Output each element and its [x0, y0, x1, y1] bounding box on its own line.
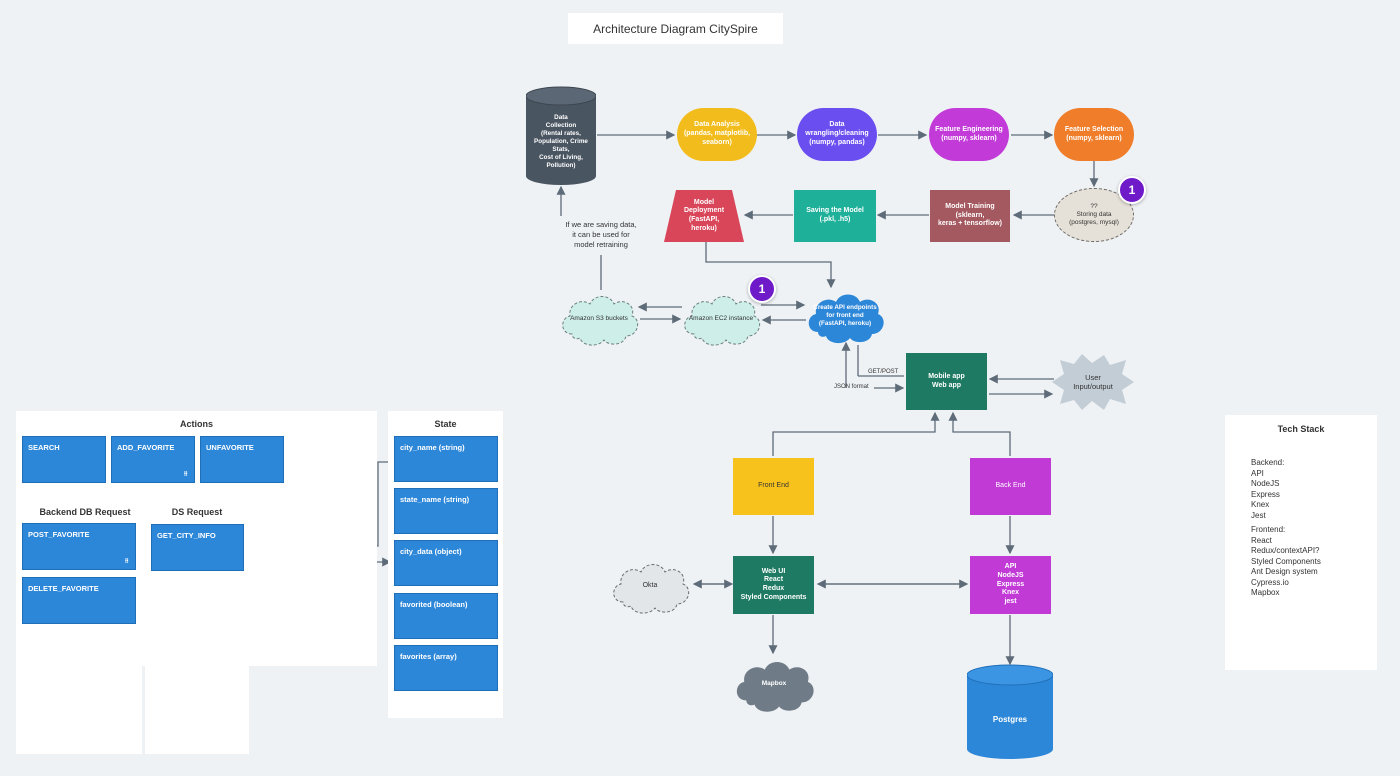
web-ui-node[interactable]: Web UI React Redux Styled Components — [733, 556, 814, 614]
tech-line: Backend: — [1251, 458, 1285, 467]
state-card-favorited[interactable]: favorited (boolean) — [394, 593, 498, 639]
diagram-title: Architecture Diagram CitySpire — [568, 13, 783, 44]
state-card-label: favorites (array) — [400, 652, 457, 661]
drag-handle-icon: ⠿ — [124, 559, 129, 565]
model-training-node[interactable]: Model Training (sklearn, keras + tensorf… — [930, 190, 1010, 242]
mapbox-label[interactable]: Mapbox — [761, 679, 787, 687]
backend-card-delete-favorite[interactable]: DELETE_FAVORITE — [22, 577, 136, 624]
s3-label[interactable]: Amazon S3 buckets — [570, 314, 628, 322]
ds-card-label: GET_CITY_INFO — [157, 531, 216, 540]
tech-line: Knex — [1251, 500, 1270, 509]
tech-line: API — [1251, 468, 1264, 478]
back-end-node[interactable]: Back End — [970, 458, 1051, 515]
data-collection-label: Data Collection (Rental rates, Populatio… — [534, 114, 588, 169]
api-stack-node[interactable]: API NodeJS Express Knex jest — [970, 556, 1051, 614]
ec2-label[interactable]: Amazon EC2 instance — [688, 314, 754, 322]
tech-line: NodeJS — [1251, 479, 1280, 488]
action-card-label: ADD_FAVORITE — [117, 443, 175, 452]
tech-line: Ant Design system — [1251, 567, 1318, 576]
action-card-label: UNFAVORITE — [206, 443, 254, 452]
state-card-state-name[interactable]: state_name (string) — [394, 488, 498, 534]
tech-stack-frontend-list: Frontend: React Redux/contextAPI? Styled… — [1251, 525, 1321, 599]
backend-card-post-favorite[interactable]: POST_FAVORITE ⠿ — [22, 523, 136, 570]
model-deployment-shape — [664, 190, 744, 242]
postgres-label[interactable]: Postgres — [992, 715, 1028, 724]
actions-title: Actions — [179, 419, 213, 429]
okta-cloud-shape — [613, 564, 690, 614]
badge-ec2: 1 — [748, 275, 776, 303]
get-post-label: GET/POST — [868, 369, 899, 375]
state-card-label: city_name (string) — [400, 443, 465, 452]
tech-line: React — [1251, 535, 1272, 545]
action-card-unfavorite[interactable]: UNFAVORITE — [200, 436, 284, 483]
ds-card-get-city-info[interactable]: GET_CITY_INFO — [151, 524, 244, 571]
state-card-label: state_name (string) — [400, 495, 470, 504]
tech-line: Cypress.io — [1251, 577, 1289, 587]
badge-storing: 1 — [1118, 176, 1146, 204]
data-collection-cylinder — [526, 86, 596, 185]
retraining-note: If we are saving data, it can be used fo… — [565, 220, 637, 249]
postgres-cylinder — [967, 664, 1053, 759]
tech-line: Express — [1251, 489, 1280, 499]
tech-stack-title: Tech Stack — [1277, 424, 1325, 434]
state-title: State — [434, 419, 457, 429]
model-deployment-label[interactable]: Model Deployment (FastAPI, heroku) — [683, 198, 725, 232]
state-card-favorites[interactable]: favorites (array) — [394, 645, 498, 691]
ec2-cloud-shape — [684, 296, 761, 346]
drag-handle-icon: ⠿ — [183, 472, 188, 478]
front-end-node[interactable]: Front End — [733, 458, 814, 515]
user-io-shape — [1052, 354, 1134, 410]
tech-line: Jest — [1251, 510, 1266, 520]
tech-stack-backend-list: Backend: API NodeJS Express Knex Jest — [1251, 458, 1284, 521]
feature-selection-node[interactable]: Feature Selection (numpy, sklearn) — [1054, 108, 1134, 161]
action-card-search[interactable]: SEARCH — [22, 436, 106, 483]
state-card-city-name[interactable]: city_name (string) — [394, 436, 498, 482]
state-card-label: city_data (object) — [400, 547, 462, 556]
json-format-label: JSON format — [834, 384, 869, 390]
data-wrangling-node[interactable]: Data wrangling/cleaning (numpy, pandas) — [797, 108, 877, 161]
backend-db-title: Backend DB Request — [39, 507, 131, 517]
data-analysis-node[interactable]: Data Analysis (pandas, matplotlib, seabo… — [677, 108, 757, 161]
mapbox-cloud-shape — [736, 661, 814, 712]
action-card-add-favorite[interactable]: ADD_FAVORITE ⠿ — [111, 436, 195, 483]
saving-model-node[interactable]: Saving the Model (.pkl, .h5) — [794, 190, 876, 242]
backend-card-label: POST_FAVORITE — [28, 530, 90, 539]
tech-line: Frontend: — [1251, 525, 1286, 534]
tech-line: Styled Components — [1251, 556, 1321, 566]
okta-label[interactable]: Okta — [642, 581, 658, 589]
state-card-label: favorited (boolean) — [400, 600, 468, 609]
s3-cloud-shape — [562, 296, 639, 346]
user-io-label[interactable]: User Input/output — [1073, 372, 1113, 391]
backend-card-label: DELETE_FAVORITE — [28, 584, 99, 593]
api-endpoints-label[interactable]: Create API endpoints for front end (Fast… — [813, 304, 877, 327]
ds-request-title: DS Request — [171, 507, 223, 517]
api-cloud-shape — [808, 294, 884, 344]
feature-engineering-node[interactable]: Feature Engineering (numpy, sklearn) — [929, 108, 1009, 161]
tech-line: Mapbox — [1251, 588, 1280, 597]
state-card-city-data[interactable]: city_data (object) — [394, 540, 498, 586]
tech-line: Redux/contextAPI? — [1251, 546, 1320, 555]
action-card-label: SEARCH — [28, 443, 60, 452]
tech-stack-panel — [1225, 415, 1377, 670]
mobile-web-app-node[interactable]: Mobile app Web app — [906, 353, 987, 410]
